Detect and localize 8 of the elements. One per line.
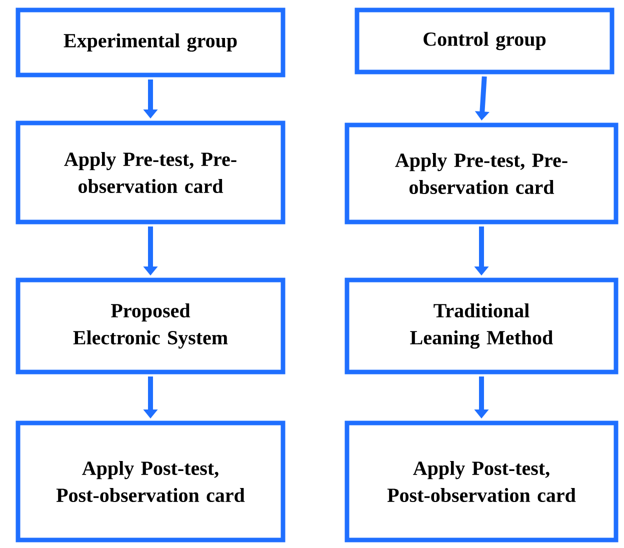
process-box: Apply Post-test, Post-observation card — [16, 420, 286, 542]
process-box: Traditional Leaning Method — [344, 278, 618, 374]
process-box: Proposed Electronic System — [16, 278, 286, 374]
process-box: Apply Pre-test, Pre-observation card — [16, 120, 286, 224]
process-box: Experimental group — [16, 8, 286, 78]
process-box: Control group — [354, 8, 614, 74]
process-box: Apply Pre-test, Pre-observation card — [344, 122, 618, 224]
process-box: Apply Post-test, Post-observation card — [344, 420, 618, 542]
